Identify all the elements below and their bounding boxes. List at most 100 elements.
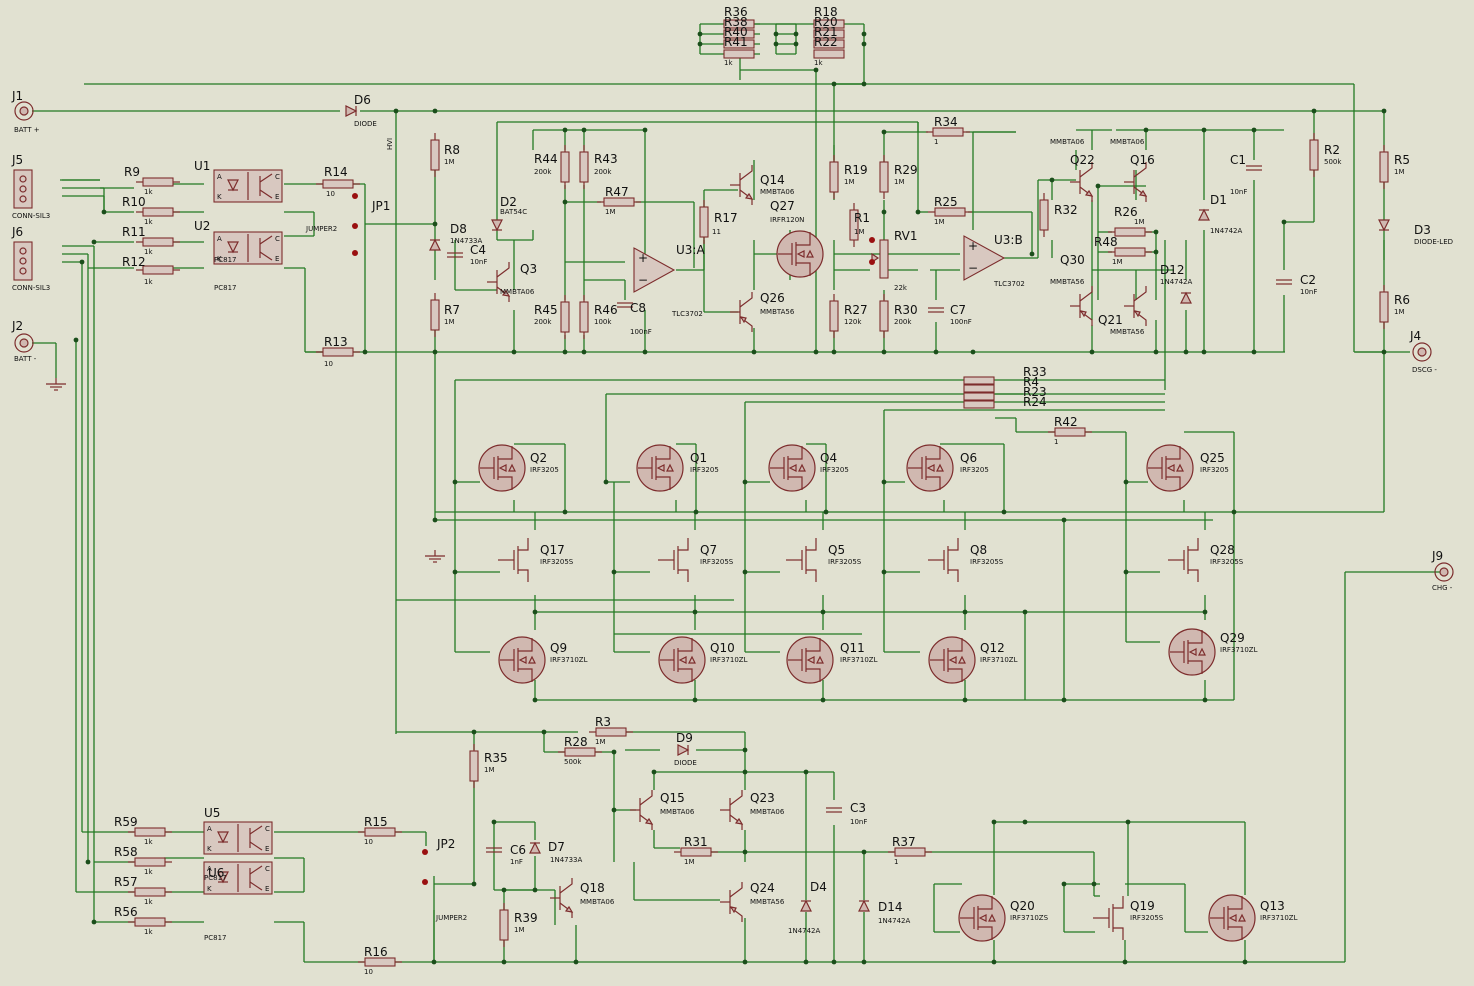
resistor-body: [879, 300, 889, 332]
r46-ref: R46: [594, 303, 618, 317]
q9-mosfet: [498, 636, 546, 684]
r58-ref: R58: [114, 845, 138, 859]
u5-value: PC817: [204, 874, 226, 882]
resistor-body: [142, 237, 174, 247]
drain: [926, 446, 941, 460]
r6-resistor: [1379, 285, 1389, 329]
q26-transistor: [730, 292, 753, 332]
source: [678, 668, 693, 682]
resistor-body: [1379, 291, 1389, 323]
r7-value: 1M: [444, 318, 455, 326]
photo-collector: [249, 825, 263, 835]
resistor-body: [564, 747, 596, 757]
d1-value: 1N4742A: [1210, 227, 1243, 235]
d1-diode: [1198, 208, 1210, 221]
source: [926, 476, 941, 490]
opamp-body: [633, 247, 676, 293]
minus-sign: −: [638, 273, 648, 287]
d6-value: DIODE: [354, 120, 377, 128]
drain: [518, 538, 529, 551]
q2-ref: Q2: [530, 451, 547, 465]
r4-ref: R4: [1023, 375, 1039, 389]
resistor-body: [680, 847, 712, 857]
resistor-body: [579, 151, 589, 183]
c2-capacitor: [1276, 279, 1292, 285]
r1-value: 1M: [854, 228, 865, 236]
body-diode: [1238, 913, 1246, 922]
d4-value: 1N4742A: [788, 927, 821, 935]
q17-ref: Q17: [540, 543, 565, 557]
resistor-body: [723, 19, 755, 29]
q8-value: IRF3205S: [970, 558, 1004, 566]
r23-ref: R23: [1023, 385, 1047, 399]
q8-ref: Q8: [970, 543, 987, 557]
junction-dot: [1143, 127, 1149, 133]
junction-dot: [692, 609, 698, 615]
r24-resistor: [963, 400, 995, 409]
junction-dot: [491, 819, 497, 825]
q14-ref: Q14: [760, 173, 785, 187]
junction-dot: [962, 609, 968, 615]
r32-resistor: [1039, 193, 1049, 237]
r33-ref: R33: [1023, 365, 1047, 379]
c1-value: 10nF: [1230, 188, 1247, 196]
emitter-arrow: [744, 192, 754, 200]
j6-ref: J6: [11, 225, 23, 239]
r5-ref: R5: [1394, 153, 1410, 167]
junction-dot: [881, 209, 887, 215]
junction-dot: [562, 349, 568, 355]
drain: [788, 446, 803, 460]
r22-value: 1k: [814, 59, 823, 67]
q19-mosfet: [1093, 896, 1124, 940]
photo-emitter: [259, 189, 273, 199]
drain: [806, 538, 817, 551]
r8-resistor: [430, 133, 440, 177]
body-arrow: [796, 250, 805, 258]
j2-terminal: [14, 333, 34, 353]
r17-ref: R17: [714, 211, 738, 225]
r29-resistor: [879, 155, 889, 199]
q13-value: IRF3710ZL: [1260, 914, 1298, 922]
junction-dot: [793, 31, 799, 37]
r8-value: 1M: [444, 158, 455, 166]
r28-value: 500k: [564, 758, 582, 766]
hvi-net-label: HVI: [386, 138, 394, 150]
q2-value: IRF3205: [530, 466, 559, 474]
junction-dot: [1091, 881, 1097, 887]
r7-resistor: [430, 293, 440, 337]
r16-value: 10: [364, 968, 373, 976]
resistor-body: [579, 301, 589, 333]
resistor-body: [603, 197, 635, 207]
junction-dot: [692, 697, 698, 703]
r47-value: 1M: [605, 208, 616, 216]
body-arrow: [678, 656, 687, 664]
body-diode: [936, 463, 944, 472]
drain: [948, 538, 959, 551]
junction-dot: [1125, 819, 1131, 825]
junction-dot: [693, 509, 699, 515]
jumper-pin: [422, 879, 428, 885]
c3-ref: C3: [850, 801, 866, 815]
junction-dot: [562, 509, 568, 515]
q27-ref: Q27: [770, 199, 795, 213]
q22-value: MMBTA06: [1050, 138, 1085, 146]
source: [948, 668, 963, 682]
photo-emitter: [249, 881, 263, 891]
r15-resistor: [358, 827, 402, 837]
junction-dot: [861, 31, 867, 37]
r13-resistor: [316, 347, 360, 357]
r47-ref: R47: [605, 185, 629, 199]
j9-value: CHG -: [1432, 584, 1453, 592]
resistor-body: [134, 827, 166, 837]
jp2-value: JUMPER2: [435, 914, 467, 922]
r11-resistor: [136, 237, 180, 247]
diode-triangle: [677, 744, 690, 756]
junction-dot: [532, 887, 538, 893]
body-arrow: [498, 464, 507, 472]
r44-ref: R44: [534, 152, 558, 166]
junction-dot: [611, 749, 617, 755]
r29-ref: R29: [894, 163, 918, 177]
junction-dot: [603, 479, 609, 485]
r11-value: 1k: [144, 248, 153, 256]
junction-dot: [820, 609, 826, 615]
